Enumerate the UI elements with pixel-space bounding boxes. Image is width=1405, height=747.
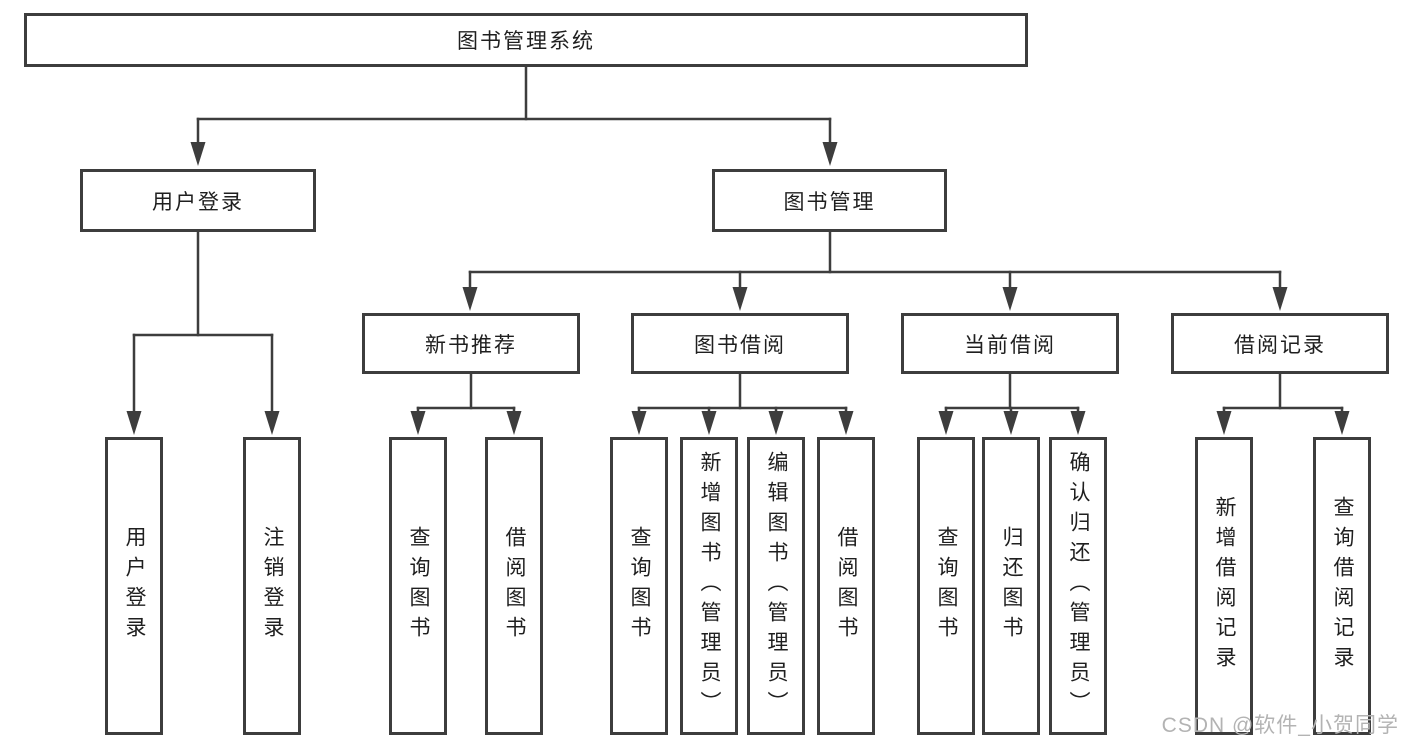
leaf-newbook-borrow-books: 借阅图书 bbox=[485, 437, 543, 735]
leaf-user-login: 用户登录 bbox=[105, 437, 163, 735]
leaf-logout: 注销登录 bbox=[243, 437, 301, 735]
leaf-confirm-return-admin: 确认归还（管理员） bbox=[1049, 437, 1107, 735]
node-book-borrow: 图书借阅 bbox=[631, 313, 849, 374]
node-current-borrow: 当前借阅 bbox=[901, 313, 1119, 374]
node-library-system: 图书管理系统 bbox=[24, 13, 1028, 67]
node-borrow-records: 借阅记录 bbox=[1171, 313, 1389, 374]
node-user-login: 用户登录 bbox=[80, 169, 316, 232]
leaf-add-borrow-record: 新增借阅记录 bbox=[1195, 437, 1253, 735]
node-book-management: 图书管理 bbox=[712, 169, 947, 232]
leaf-add-books-admin: 新增图书（管理员） bbox=[680, 437, 738, 735]
leaf-current-query-books: 查询图书 bbox=[917, 437, 975, 735]
leaf-edit-books-admin: 编辑图书（管理员） bbox=[747, 437, 805, 735]
leaf-query-borrow-record: 查询借阅记录 bbox=[1313, 437, 1371, 735]
leaf-newbook-query-books: 查询图书 bbox=[389, 437, 447, 735]
leaf-borrow-query-books: 查询图书 bbox=[610, 437, 668, 735]
leaf-return-books: 归还图书 bbox=[982, 437, 1040, 735]
watermark: CSDN @软件_小贺同学 bbox=[1161, 714, 1399, 737]
node-new-book-recommend: 新书推荐 bbox=[362, 313, 580, 374]
leaf-borrow-books: 借阅图书 bbox=[817, 437, 875, 735]
